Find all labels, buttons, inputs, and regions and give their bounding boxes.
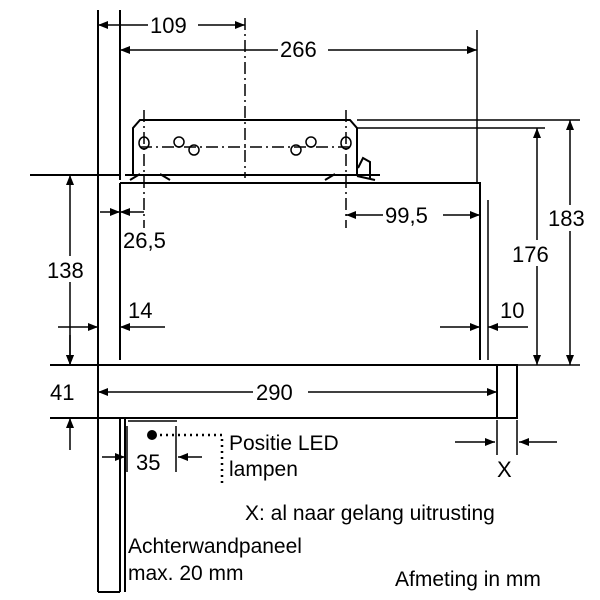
dim-109: 109 xyxy=(150,13,187,38)
dim-41: 41 xyxy=(50,380,74,405)
panel-label-line1: Achterwandpaneel xyxy=(128,535,302,558)
back-wall-panel xyxy=(97,10,126,593)
dim-290: 290 xyxy=(256,380,293,405)
dim-176: 176 xyxy=(512,242,549,267)
led-position-dot xyxy=(147,430,157,440)
mounting-bracket xyxy=(125,119,380,181)
hood-body xyxy=(30,119,580,419)
dim-10: 10 xyxy=(500,298,524,323)
led-label-line1: Positie LED xyxy=(229,432,339,455)
dim-266: 266 xyxy=(280,37,317,62)
dim-14: 14 xyxy=(128,298,152,323)
dim-35: 35 xyxy=(136,450,160,475)
front-panel xyxy=(496,364,518,419)
led-label-line2: lampen xyxy=(229,458,298,481)
units-note: Afmeting in mm xyxy=(395,568,541,591)
dim-26-5: 26,5 xyxy=(123,228,166,253)
dim-138: 138 xyxy=(47,258,84,283)
dim-183: 183 xyxy=(548,206,585,231)
x-note: X: al naar gelang uitrusting xyxy=(245,502,495,525)
panel-label-line2: max. 20 mm xyxy=(128,562,244,585)
dim-x: X xyxy=(497,457,512,482)
dim-99-5: 99,5 xyxy=(385,203,428,228)
